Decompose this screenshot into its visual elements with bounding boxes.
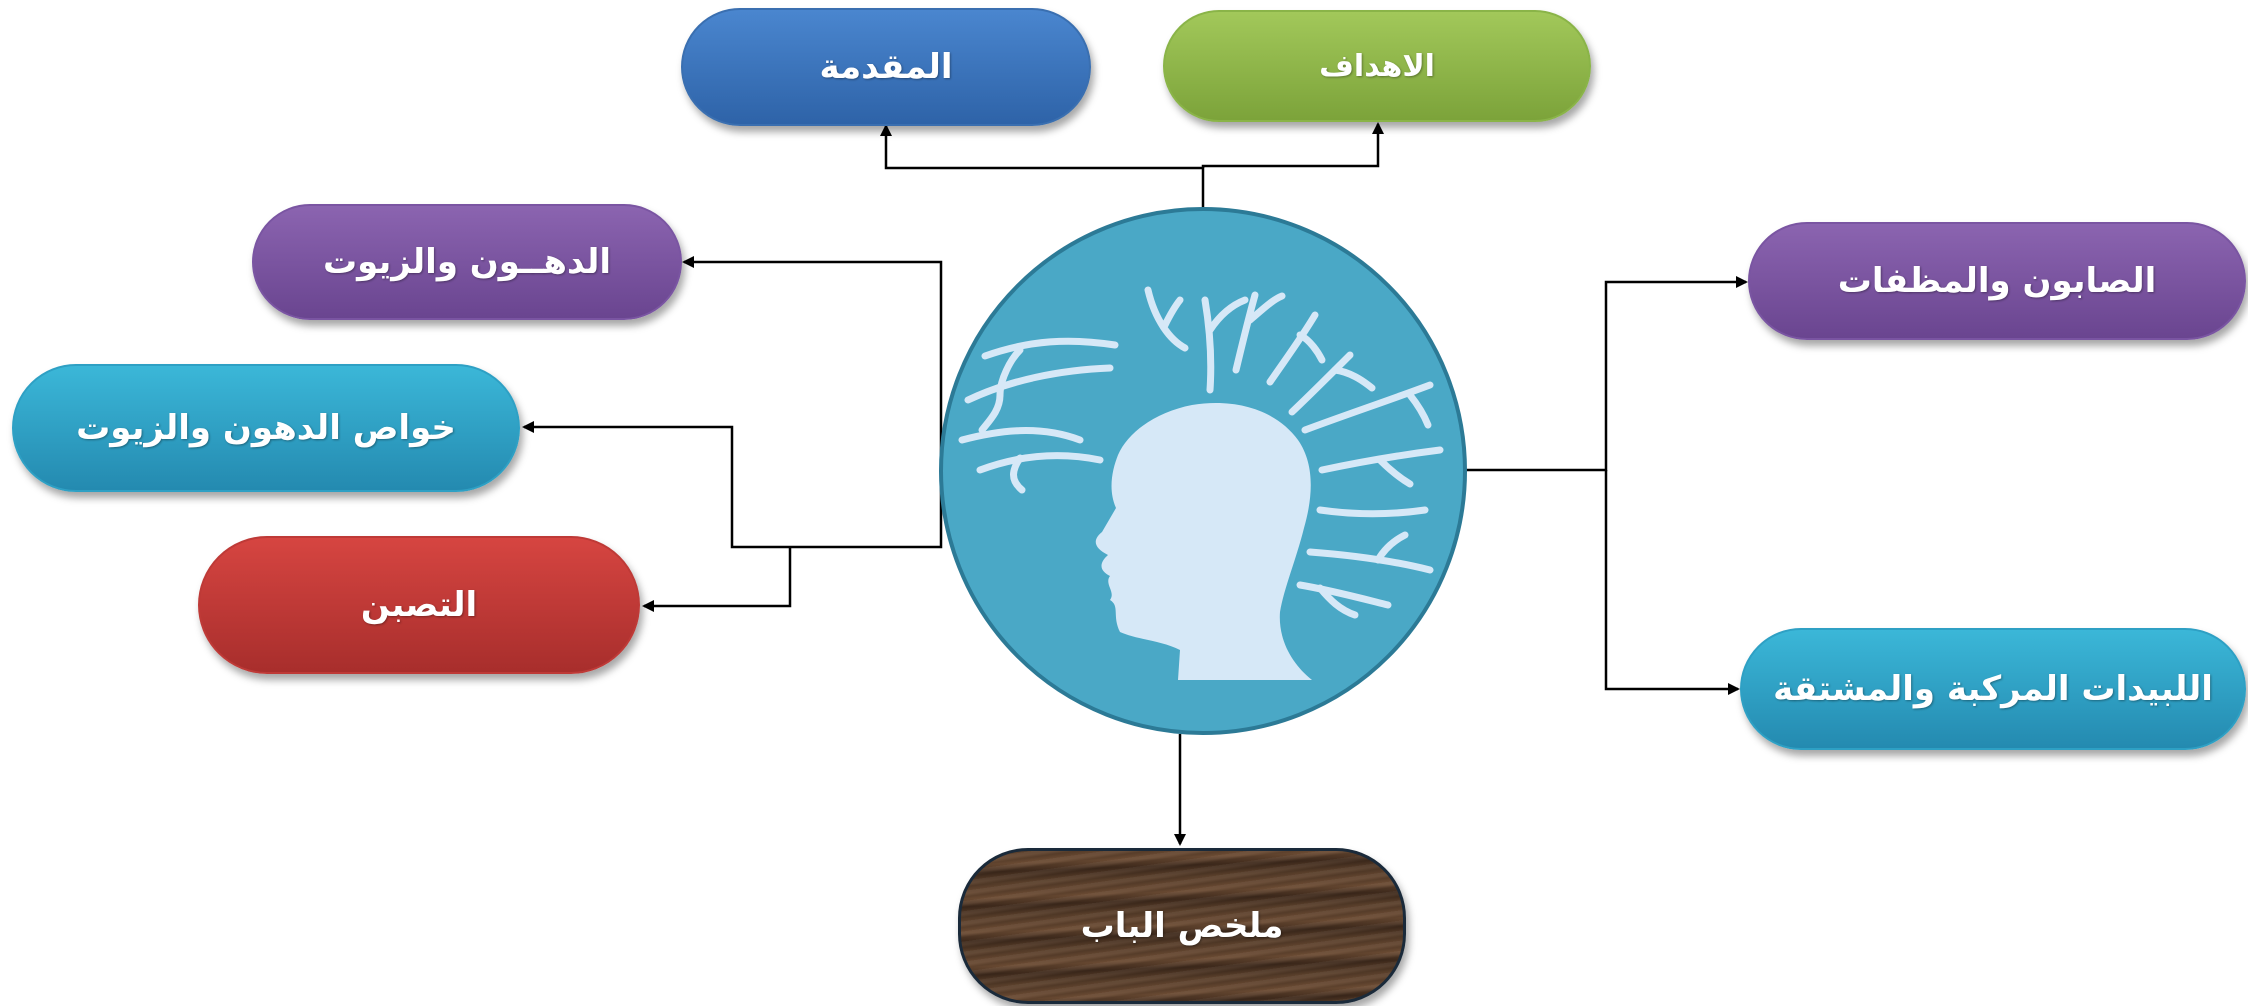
node-fats-oils[interactable]: الدهــون والزيوت xyxy=(252,204,682,320)
head-with-branches-icon xyxy=(958,286,1444,680)
connector-lipids xyxy=(1604,470,1740,695)
node-soaps-label: الصابون والمظفات xyxy=(1837,261,2157,301)
node-intro[interactable]: المقدمة xyxy=(681,8,1091,126)
node-goals[interactable]: الاهداف xyxy=(1163,10,1591,122)
connector-fats-oils xyxy=(682,256,943,470)
node-lipids-label: اللبيدات المركبة والمشتقة xyxy=(1773,669,2213,709)
node-soaps[interactable]: الصابون والمظفات xyxy=(1748,222,2246,340)
node-saponification[interactable]: التصبن xyxy=(198,536,640,674)
node-goals-label: الاهداف xyxy=(1319,48,1435,84)
node-saponification-label: التصبن xyxy=(360,585,478,625)
node-intro-label: المقدمة xyxy=(819,47,953,87)
node-fats-properties-label: خواص الدهون والزيوت xyxy=(76,408,456,448)
node-fats-oils-label: الدهــون والزيوت xyxy=(323,242,612,282)
node-lipids[interactable]: اللبيدات المركبة والمشتقة xyxy=(1740,628,2246,750)
node-fats-properties[interactable]: خواص الدهون والزيوت xyxy=(12,364,520,492)
connector-goals xyxy=(1201,122,1384,168)
connector-fats-properties xyxy=(522,421,943,549)
node-summary[interactable]: ملخص الباب xyxy=(958,848,1406,1004)
node-summary-label: ملخص الباب xyxy=(1080,906,1284,946)
connector-soaps xyxy=(1465,276,1748,472)
connector-intro xyxy=(880,124,1205,208)
connector-saponification xyxy=(642,547,792,612)
